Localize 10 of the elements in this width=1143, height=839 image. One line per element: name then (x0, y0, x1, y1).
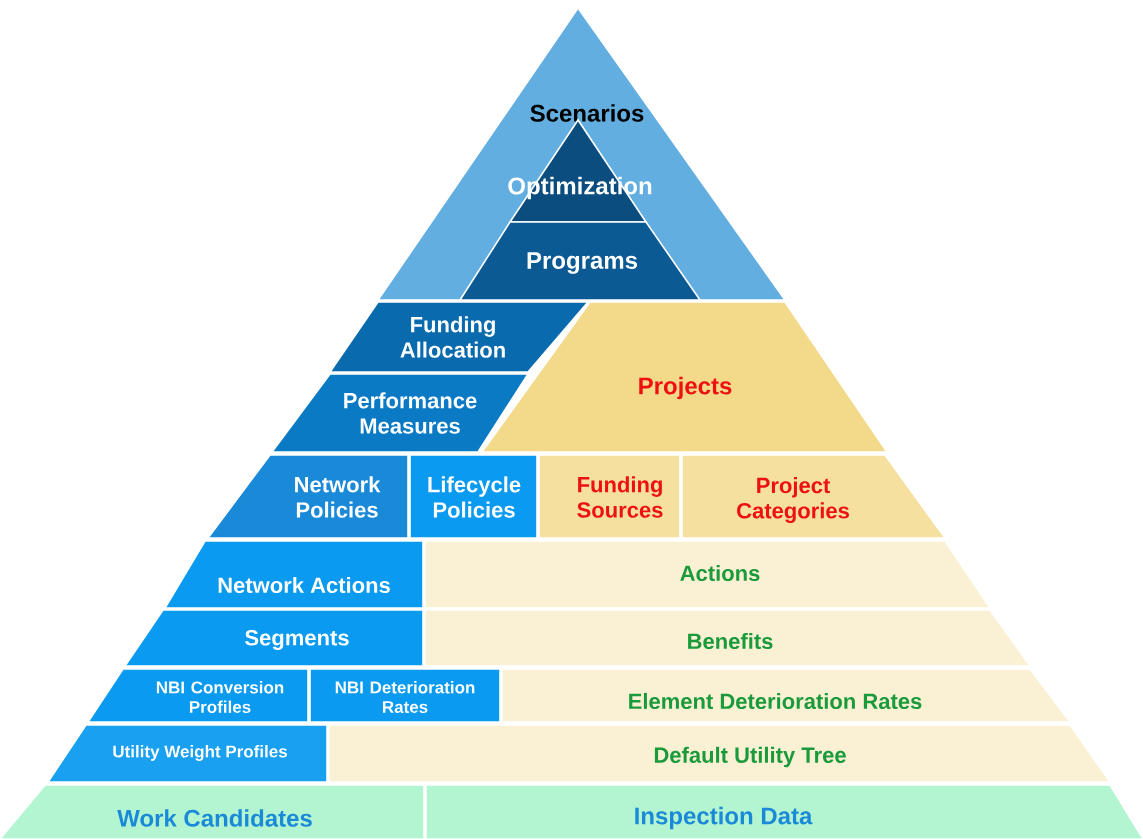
pyramid-block: Funding Sources (538, 454, 681, 539)
pyramid-block: Lifecycle Policies (409, 454, 538, 539)
pyramid-block: NBI Deterioration Rates (309, 668, 501, 723)
pyramid-block: Project Categories (681, 454, 947, 539)
pyramid-block: Benefits (424, 609, 1032, 667)
pyramid-block: Actions (424, 540, 992, 609)
pyramid-block: Element Deterioration Rates (501, 668, 1072, 723)
pyramid-block: Default Utility Tree (328, 724, 1112, 783)
pyramid-block: Work Candidates (0, 784, 425, 839)
pyramid-block: Inspection Data (425, 784, 1143, 839)
